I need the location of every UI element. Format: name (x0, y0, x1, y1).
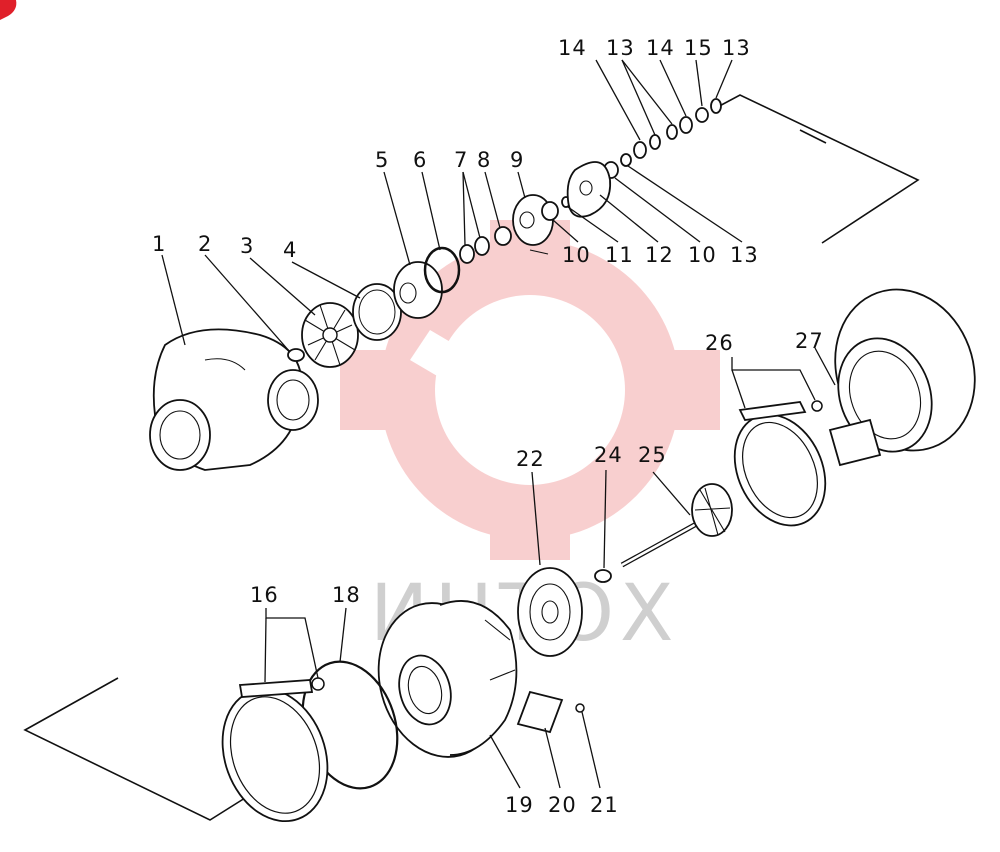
part-8-sleeve (494, 226, 512, 246)
part-26-clamp-right (733, 400, 827, 527)
part-22-heat-shroud (517, 567, 583, 657)
label-part-26: 26 (705, 331, 734, 355)
label-part-12: 12 (645, 243, 674, 267)
label-part-18: 18 (332, 583, 361, 607)
part-25-turbine-shaft (620, 483, 733, 568)
label-part-19: 19 (505, 793, 534, 817)
label-part-27: 27 (795, 329, 824, 353)
part-labels: 1 2 3 4 5 6 7 8 9 10 11 12 10 13 14 13 1… (152, 36, 824, 817)
frame-lines-top (711, 94, 920, 244)
label-part-22: 22 (516, 447, 545, 471)
label-part-2: 2 (198, 232, 212, 256)
label-part-21: 21 (590, 793, 619, 817)
part-16-clamp-left (221, 677, 329, 823)
label-part-8: 8 (477, 148, 491, 172)
label-part-4: 4 (283, 238, 297, 262)
part-19-center-housing (377, 600, 518, 758)
label-part-1: 1 (152, 232, 166, 256)
part-12-thrust-bearing (566, 161, 612, 218)
frame-lines-bottom (23, 677, 246, 821)
part-13-14-15-rings (620, 98, 722, 167)
watermark-gear-icon (340, 220, 720, 560)
part-4-snap-ring (352, 283, 402, 341)
label-part-13-b: 13 (606, 36, 635, 60)
leader-lines (161, 59, 836, 789)
label-part-10-b: 10 (688, 243, 717, 267)
label-part-10-a: 10 (562, 243, 591, 267)
label-part-14-a: 14 (558, 36, 587, 60)
part-2-nut (287, 348, 305, 362)
label-part-14-b: 14 (646, 36, 675, 60)
part-21-screw (575, 703, 585, 713)
part-5-seal-plate (393, 261, 443, 319)
corner-mark (0, 0, 17, 20)
label-part-15: 15 (684, 36, 713, 60)
label-part-13-c: 13 (722, 36, 751, 60)
label-part-9: 9 (510, 148, 524, 172)
label-part-11: 11 (605, 243, 634, 267)
part-20-cover-plate (516, 690, 564, 734)
part-6-o-ring (423, 246, 461, 294)
part-7-piston-rings (459, 236, 490, 264)
label-part-25: 25 (638, 443, 667, 467)
label-part-24: 24 (594, 443, 623, 467)
label-part-16: 16 (250, 583, 279, 607)
part-27-turbine-housing (828, 288, 976, 467)
label-part-13-a: 13 (730, 243, 759, 267)
label-part-6: 6 (413, 148, 427, 172)
label-part-7: 7 (454, 148, 468, 172)
label-part-3: 3 (240, 234, 254, 258)
part-24-ring (594, 569, 612, 583)
label-part-20: 20 (548, 793, 577, 817)
label-part-5: 5 (375, 148, 389, 172)
part-1-compressor-housing (149, 328, 319, 471)
part-3-compressor-wheel (301, 302, 359, 368)
